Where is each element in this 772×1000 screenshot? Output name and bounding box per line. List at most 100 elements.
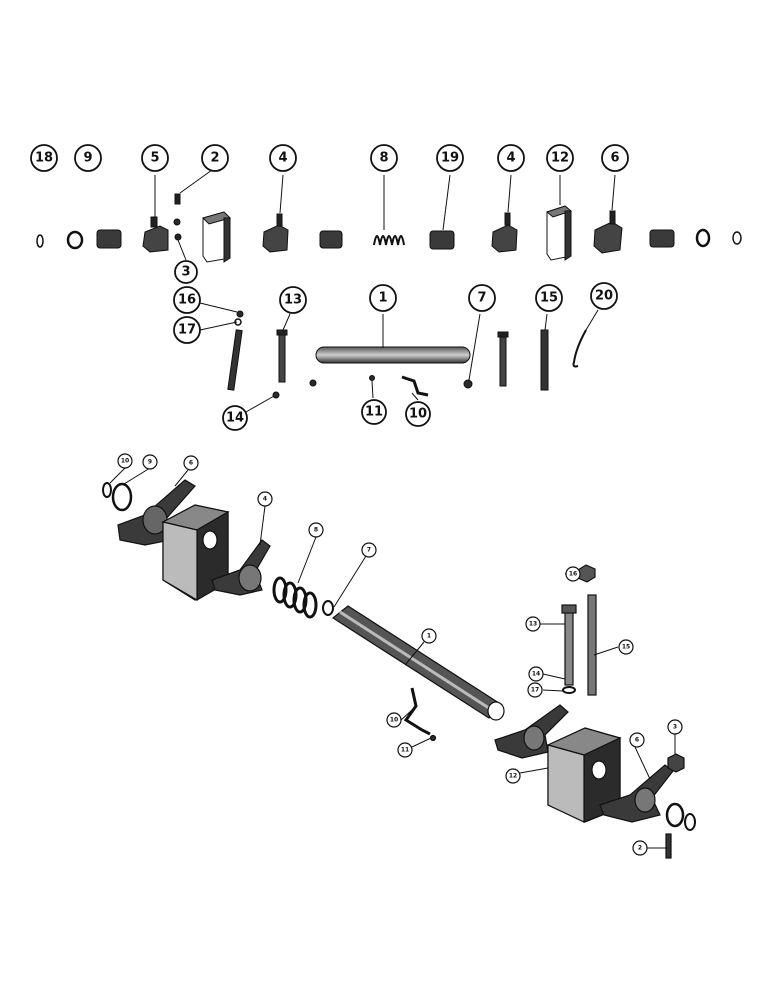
- callout-3: 3: [174, 260, 198, 284]
- callout-number: 15: [540, 291, 558, 306]
- callout-14: 14: [222, 405, 248, 431]
- callout-number: 11: [401, 747, 409, 754]
- callout-circle: [618, 639, 634, 655]
- callout-circle: [369, 284, 397, 312]
- rocker-shaft-part: [315, 346, 471, 364]
- stud-part: [587, 594, 597, 696]
- callout-circle: [30, 144, 58, 172]
- callout-number: 6: [189, 460, 193, 467]
- leader-line: [507, 174, 512, 213]
- callout-circle: [590, 282, 618, 310]
- callout-number: 3: [673, 724, 677, 731]
- callout-14: 14: [528, 666, 544, 682]
- callout-circle: [601, 144, 629, 172]
- callout-7: 7: [468, 284, 496, 312]
- callout-number: 5: [150, 151, 159, 166]
- leader-line: [199, 302, 238, 313]
- leader-line: [442, 174, 451, 231]
- callout-number: 1: [378, 291, 387, 306]
- callout-3: 3: [667, 719, 683, 735]
- nut-part: [667, 753, 685, 773]
- callout-circle: [74, 144, 102, 172]
- spacer-part: [429, 230, 455, 250]
- leader-line: [245, 395, 275, 413]
- callout-11: 11: [397, 742, 413, 758]
- callout-circle: [257, 491, 273, 507]
- snap-ring-part: [684, 813, 696, 831]
- spacer-part: [319, 230, 343, 249]
- callout-18: 18: [30, 144, 58, 172]
- spring-part: [272, 576, 318, 619]
- middle-row-parts: [227, 310, 587, 399]
- callout-circle: [535, 284, 563, 312]
- bolt-part: [564, 609, 574, 686]
- callout-1: 1: [421, 628, 437, 644]
- callout-11: 11: [361, 399, 387, 425]
- callout-circle: [222, 405, 248, 431]
- leader-line: [411, 737, 432, 748]
- leader-line: [279, 174, 284, 214]
- callout-4: 4: [269, 144, 297, 172]
- spring-part: [373, 235, 405, 246]
- bolt-part: [499, 335, 507, 387]
- callout-circle: [142, 454, 158, 470]
- callout-circle: [546, 144, 574, 172]
- callout-number: 13: [284, 293, 302, 308]
- callout-20: 20: [590, 282, 618, 310]
- callout-number: 18: [35, 151, 53, 166]
- leader-line: [468, 313, 481, 381]
- callout-4: 4: [497, 144, 525, 172]
- callout-number: 14: [226, 411, 244, 426]
- callout-7: 7: [361, 542, 377, 558]
- callout-12: 12: [505, 768, 521, 784]
- leader-line: [544, 313, 548, 331]
- rocker-arm-part: [491, 224, 518, 253]
- callout-9: 9: [142, 454, 158, 470]
- adjusting-screw-part: [174, 193, 181, 205]
- callout-15: 15: [535, 284, 563, 312]
- snap-ring-part: [102, 482, 112, 498]
- callout-circle: [173, 286, 201, 314]
- spacer-part: [96, 229, 122, 249]
- callout-number: 14: [532, 671, 540, 678]
- leader-line: [123, 467, 151, 485]
- leader-line: [199, 321, 238, 331]
- washer-part: [66, 230, 84, 250]
- callout-circle: [117, 453, 133, 469]
- leader-line: [371, 380, 374, 399]
- adjusting-screw-part: [665, 833, 672, 859]
- callout-1: 1: [369, 284, 397, 312]
- top-row-parts: [36, 193, 742, 263]
- callout-number: 3: [181, 265, 190, 280]
- leader-line: [585, 309, 599, 331]
- stud-part: [540, 329, 549, 391]
- callout-number: 1: [427, 633, 431, 640]
- callout-number: 19: [441, 151, 459, 166]
- leader-line: [179, 169, 213, 194]
- callout-number: 9: [83, 151, 92, 166]
- washer-part: [111, 482, 133, 512]
- leader-line: [109, 467, 126, 484]
- callout-circle: [201, 144, 229, 172]
- callout-8: 8: [308, 522, 324, 538]
- leader-line: [519, 767, 549, 774]
- leader-line: [542, 673, 566, 680]
- oil-tube-part: [401, 375, 429, 397]
- callout-number: 8: [314, 527, 318, 534]
- callout-19: 19: [436, 144, 464, 172]
- callout-16: 16: [565, 566, 581, 582]
- callout-number: 11: [365, 405, 383, 420]
- callout-circle: [505, 768, 521, 784]
- callout-2: 2: [632, 840, 648, 856]
- callout-9: 9: [74, 144, 102, 172]
- callout-circle: [269, 144, 297, 172]
- callout-number: 10: [390, 717, 398, 724]
- callout-number: 16: [569, 571, 577, 578]
- leader-line: [400, 709, 413, 721]
- callout-number: 4: [263, 496, 267, 503]
- callout-circle: [667, 719, 683, 735]
- callout-circle: [525, 616, 541, 632]
- callout-number: 2: [638, 845, 642, 852]
